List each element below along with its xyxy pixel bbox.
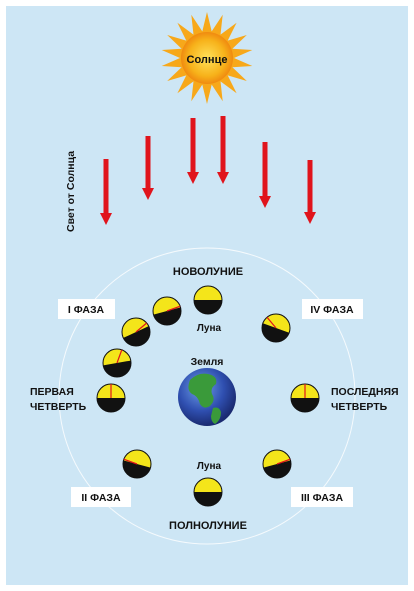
moon-phase — [193, 285, 223, 315]
light-arrow-head — [100, 213, 112, 225]
moon-phase — [152, 296, 182, 326]
earth: Земля — [178, 356, 236, 426]
last-quarter-line2: ЧЕТВЕРТЬ — [331, 401, 388, 413]
light-arrow-shaft — [262, 142, 268, 198]
phase3-box: III ФАЗА — [291, 487, 353, 507]
light-arrows — [100, 116, 316, 225]
sun: Солнце — [161, 12, 253, 104]
moon-radial-line — [166, 305, 181, 312]
moon-radial-line — [266, 316, 277, 329]
light-arrow-shaft — [220, 116, 226, 174]
moon-radial-line — [276, 458, 291, 465]
moon-radial-line — [116, 349, 123, 364]
moon-radial-line — [135, 322, 148, 333]
light-arrow-head — [142, 188, 154, 200]
light-arrow-head — [217, 172, 229, 184]
phase4-label: IV ФАЗА — [310, 304, 354, 316]
moon-dark-half — [194, 492, 222, 506]
moon-label-bottom: Луна — [197, 461, 222, 472]
light-label: Свет от Солнца — [65, 151, 77, 232]
light-arrow-shaft — [145, 136, 151, 190]
phase2-box: II ФАЗА — [71, 487, 131, 507]
moon-dark-half — [123, 326, 150, 346]
light-arrow-head — [187, 172, 199, 184]
moon-phase — [193, 477, 223, 507]
light-arrow-head — [304, 212, 316, 224]
moon-phase — [122, 449, 152, 479]
moon-dark-half — [262, 323, 290, 342]
moons — [96, 285, 320, 507]
moon-dark-half — [103, 360, 131, 377]
moon-phase — [96, 383, 126, 413]
light-arrow-shaft — [190, 118, 196, 174]
new-moon-label: НОВОЛУНИЕ — [173, 266, 243, 278]
first-quarter-line2: ЧЕТВЕРТЬ — [30, 401, 87, 413]
phase2-label: II ФАЗА — [81, 492, 121, 504]
moon-dark-half — [291, 398, 319, 412]
moon-dark-half — [153, 307, 181, 325]
sun-label: Солнце — [187, 54, 228, 66]
moon-orbit — [58, 247, 356, 545]
moon-radial-line — [123, 458, 138, 465]
moon-phase — [262, 449, 292, 479]
earth-land — [188, 373, 217, 408]
sun-disc — [181, 32, 233, 84]
moon-dark-half — [194, 300, 222, 314]
moon-phase — [121, 317, 151, 347]
earth-land-2 — [211, 407, 221, 424]
phase3-label: III ФАЗА — [301, 492, 344, 504]
moon-label-top: Луна — [197, 323, 222, 334]
moon-phase — [261, 313, 291, 343]
phase1-label: I ФАЗА — [68, 304, 105, 316]
last-quarter-line1: ПОСЛЕДНЯЯ — [331, 386, 399, 398]
phase4-box: IV ФАЗА — [302, 299, 363, 319]
earth-label: Земля — [191, 356, 224, 368]
light-arrow-shaft — [103, 159, 109, 215]
moon-phase — [290, 383, 320, 413]
full-moon-label: ПОЛНОЛУНИЕ — [169, 520, 247, 532]
moon-dark-half — [263, 460, 291, 478]
moon-dark-half — [97, 398, 125, 412]
moon-dark-half — [123, 460, 151, 478]
moon-phase — [102, 348, 132, 378]
phase1-box: I ФАЗА — [58, 299, 115, 319]
light-arrow-head — [259, 196, 271, 208]
light-arrow-shaft — [307, 160, 313, 214]
first-quarter-line1: ПЕРВАЯ — [30, 386, 74, 398]
